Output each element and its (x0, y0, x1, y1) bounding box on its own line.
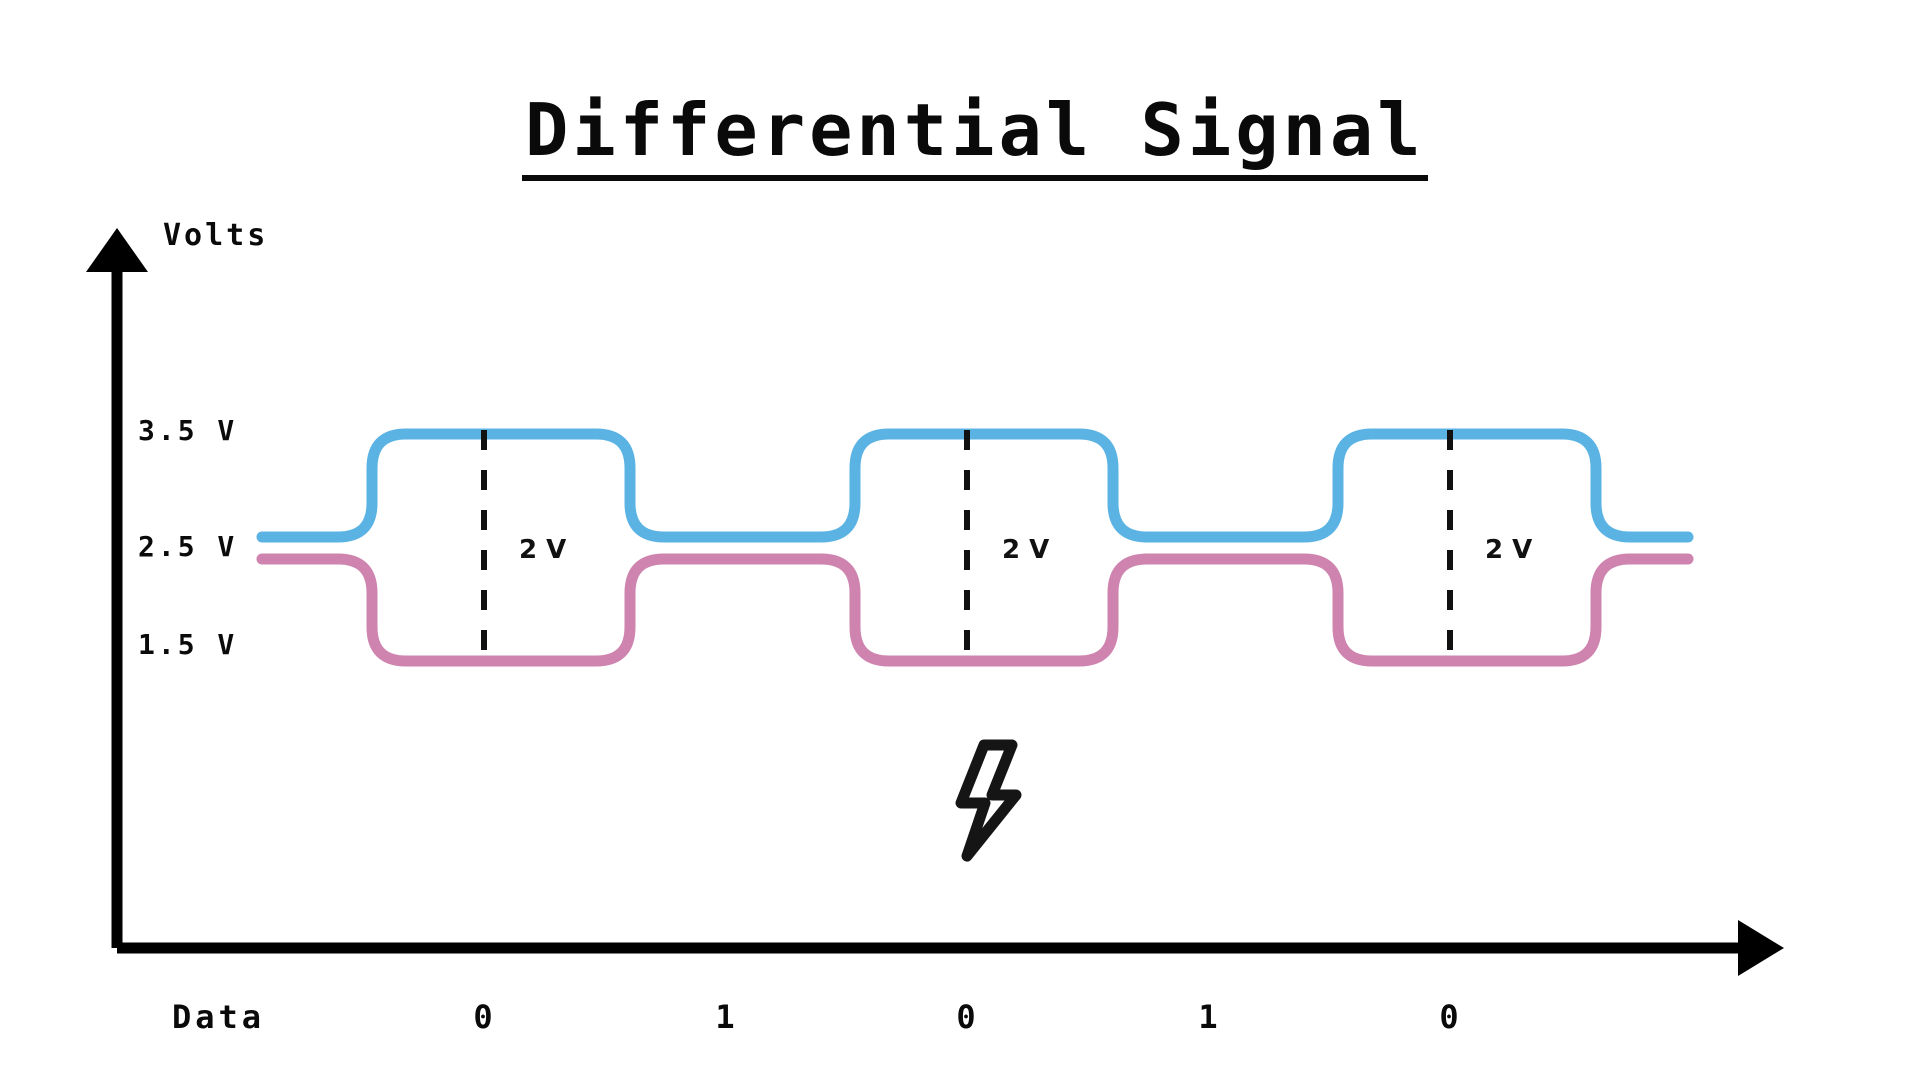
data-row-label: Data (172, 998, 265, 1036)
y-tick-label-high: 3.5 V (138, 414, 237, 447)
y-tick-label-low: 1.5 V (138, 628, 237, 661)
positive-signal-trace (256, 428, 1694, 543)
negative-signal-trace (256, 553, 1694, 667)
amplitude-label-3: 2 V (1485, 535, 1532, 565)
lightning-bolt-icon (955, 739, 1022, 862)
data-bit-3: 1 (1198, 998, 1221, 1036)
data-bit-4: 0 (1439, 998, 1462, 1036)
y-axis-label: Volts (163, 218, 268, 253)
right-arrow-icon (1738, 920, 1784, 976)
x-axis (117, 920, 1784, 976)
data-bit-1: 1 (715, 998, 738, 1036)
data-bit-0: 0 (473, 998, 496, 1036)
data-bit-2: 0 (956, 998, 979, 1036)
y-tick-label-mid: 2.5 V (138, 530, 237, 563)
up-arrow-icon (86, 228, 148, 272)
amplitude-label-2: 2 V (1002, 535, 1049, 565)
page-title: Differential Signal (525, 88, 1425, 172)
y-axis (86, 228, 148, 948)
amplitude-label-1: 2 V (519, 535, 566, 565)
